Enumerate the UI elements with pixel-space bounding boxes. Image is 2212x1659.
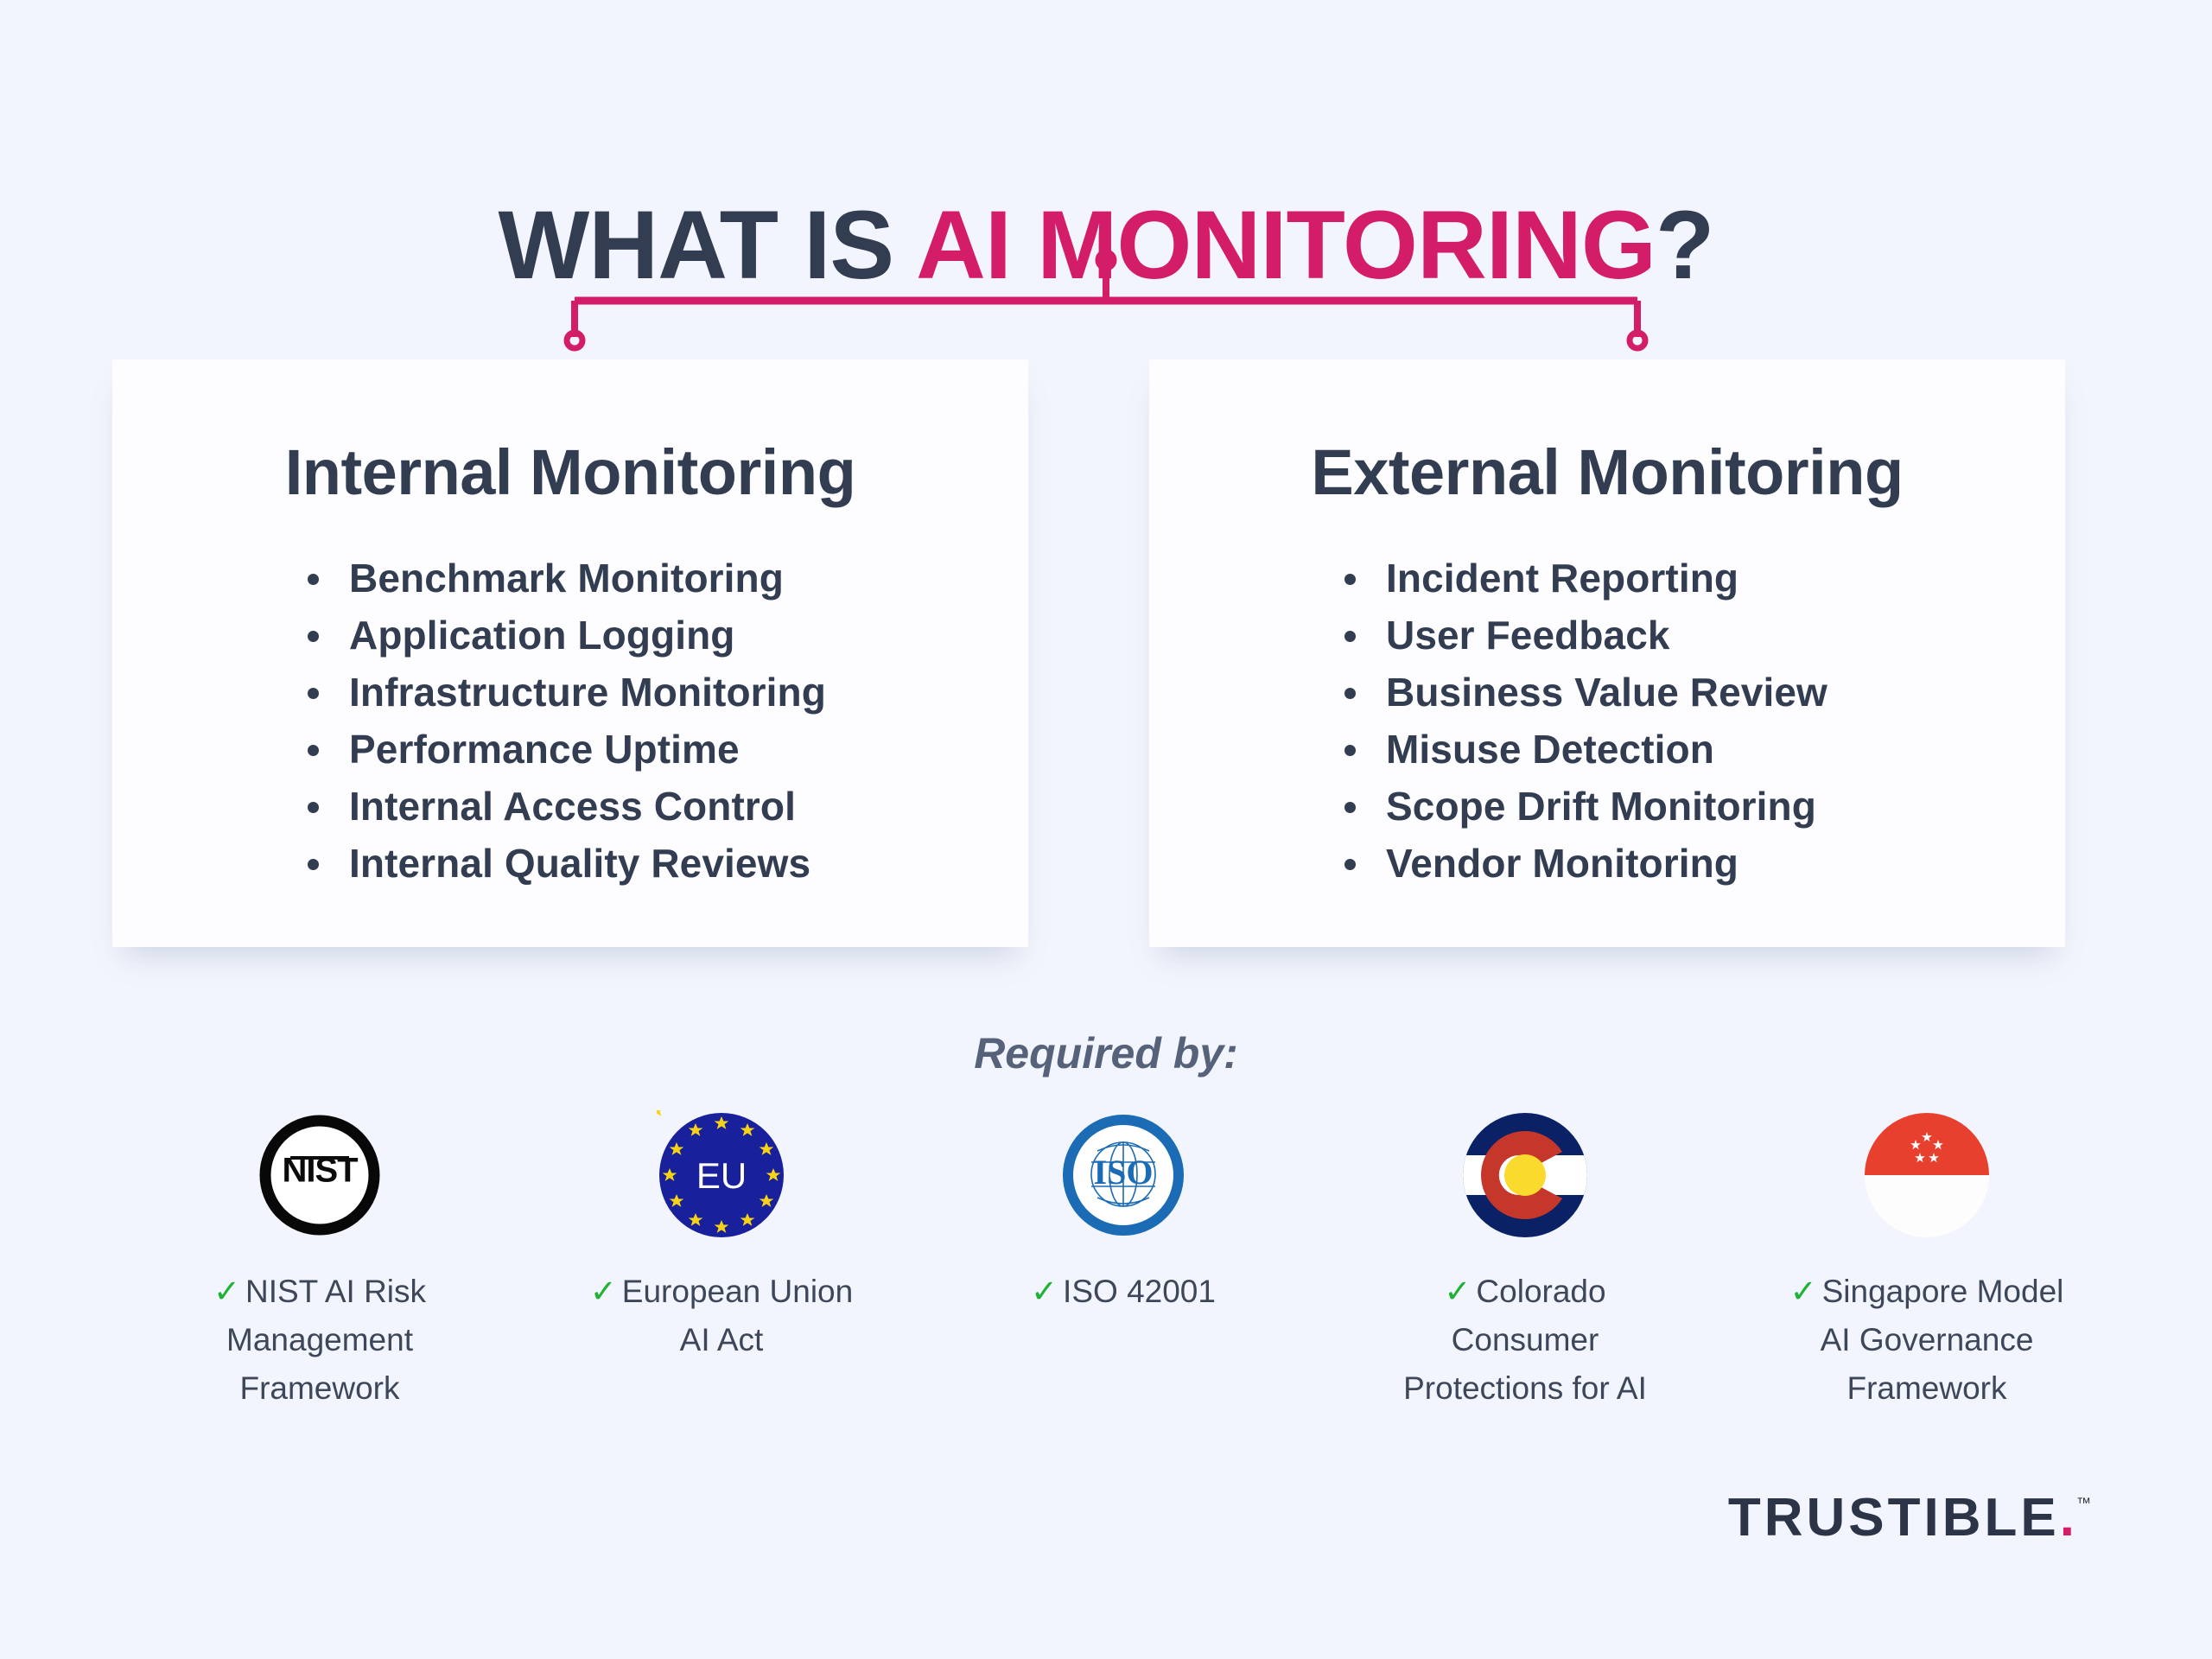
badge-european-union-text: European Union AI Act [621, 1274, 854, 1357]
list-item: Benchmark Monitoring [301, 550, 1028, 607]
compliance-badge-row: NIST ✓NIST AI Risk Management Framework [173, 1103, 2074, 1413]
european-union-flag-logo: EU [649, 1103, 786, 1240]
list-item: Performance Uptime [301, 721, 1028, 778]
nist-logo: NIST [255, 1110, 385, 1240]
iso-logo: ISO [1058, 1110, 1188, 1240]
badge-nist: NIST ✓NIST AI Risk Management Framework [173, 1110, 467, 1413]
check-icon: ✓ [213, 1274, 240, 1309]
card-internal-title: Internal Monitoring [284, 436, 856, 508]
trustible-logo: TRUSTIBLE.™ [1728, 1491, 2091, 1545]
list-item: User Feedback [1338, 607, 2065, 664]
colorado-flag-logo [1460, 1110, 1590, 1240]
card-internal-monitoring: Internal Monitoring Benchmark Monitoring… [112, 359, 1028, 947]
badge-singapore-label: ✓Singapore Model AI Governance Framework [1784, 1268, 2069, 1413]
badge-iso: ISO ✓ISO 42001 [976, 1110, 1270, 1413]
list-item: Internal Quality Reviews [301, 835, 1028, 892]
page-title: WHAT IS AI MONITORING? [0, 194, 2212, 296]
badge-nist-label: ✓NIST AI Risk Management Framework [177, 1268, 462, 1413]
list-item: Misuse Detection [1338, 721, 2065, 778]
page-title-suffix: ? [1656, 191, 1714, 300]
connector-node-right [1626, 329, 1649, 352]
required-by-label: Required by: [974, 1029, 1238, 1077]
list-item: Scope Drift Monitoring [1338, 778, 2065, 835]
list-item: Application Logging [301, 607, 1028, 664]
badge-singapore: ✓Singapore Model AI Governance Framework [1780, 1110, 2074, 1413]
badge-european-union-label: ✓European Union AI Act [579, 1268, 864, 1364]
svg-text:EU: EU [696, 1155, 747, 1196]
check-icon: ✓ [1789, 1274, 1817, 1309]
badge-iso-text: ISO 42001 [1063, 1274, 1216, 1309]
page-title-prefix: WHAT IS [498, 191, 916, 300]
list-item: Incident Reporting [1338, 550, 2065, 607]
badge-iso-label: ✓ISO 42001 [1031, 1268, 1216, 1316]
list-item: Business Value Review [1338, 664, 2065, 721]
badge-colorado-text: Colorado Consumer Protections for AI [1403, 1274, 1647, 1406]
check-icon: ✓ [1031, 1274, 1058, 1309]
badge-nist-text: NIST AI Risk Management Framework [226, 1274, 427, 1406]
list-item: Infrastructure Monitoring [301, 664, 1028, 721]
connector-node-left [563, 329, 586, 352]
list-item: Vendor Monitoring [1338, 835, 2065, 892]
brand-name: TRUSTIBLE [1727, 1488, 2060, 1548]
connector-bracket [563, 249, 1649, 352]
check-icon: ✓ [1444, 1274, 1471, 1309]
badge-colorado-label: ✓Colorado Consumer Protections for AI [1382, 1268, 1668, 1413]
card-external-list: Incident Reporting User Feedback Busines… [1149, 550, 2065, 892]
singapore-flag-logo [1862, 1110, 1992, 1240]
connector-node-top [1095, 249, 1117, 271]
badge-colorado: ✓Colorado Consumer Protections for AI [1378, 1110, 1672, 1413]
page-title-accent: AI MONITORING [916, 191, 1656, 300]
card-internal-list: Benchmark Monitoring Application Logging… [112, 550, 1028, 892]
badge-singapore-text: Singapore Model AI Governance Framework [1820, 1274, 2064, 1406]
badge-european-union: EU ✓European Union AI Act [575, 1103, 868, 1413]
card-external-monitoring: External Monitoring Incident Reporting U… [1149, 359, 2065, 947]
svg-text:ISO: ISO [1094, 1153, 1154, 1192]
check-icon: ✓ [589, 1274, 617, 1309]
brand-trademark: ™ [2076, 1495, 2091, 1511]
brand-dot: . [2059, 1488, 2075, 1548]
list-item: Internal Access Control [301, 778, 1028, 835]
card-external-title: External Monitoring [1311, 436, 1904, 508]
